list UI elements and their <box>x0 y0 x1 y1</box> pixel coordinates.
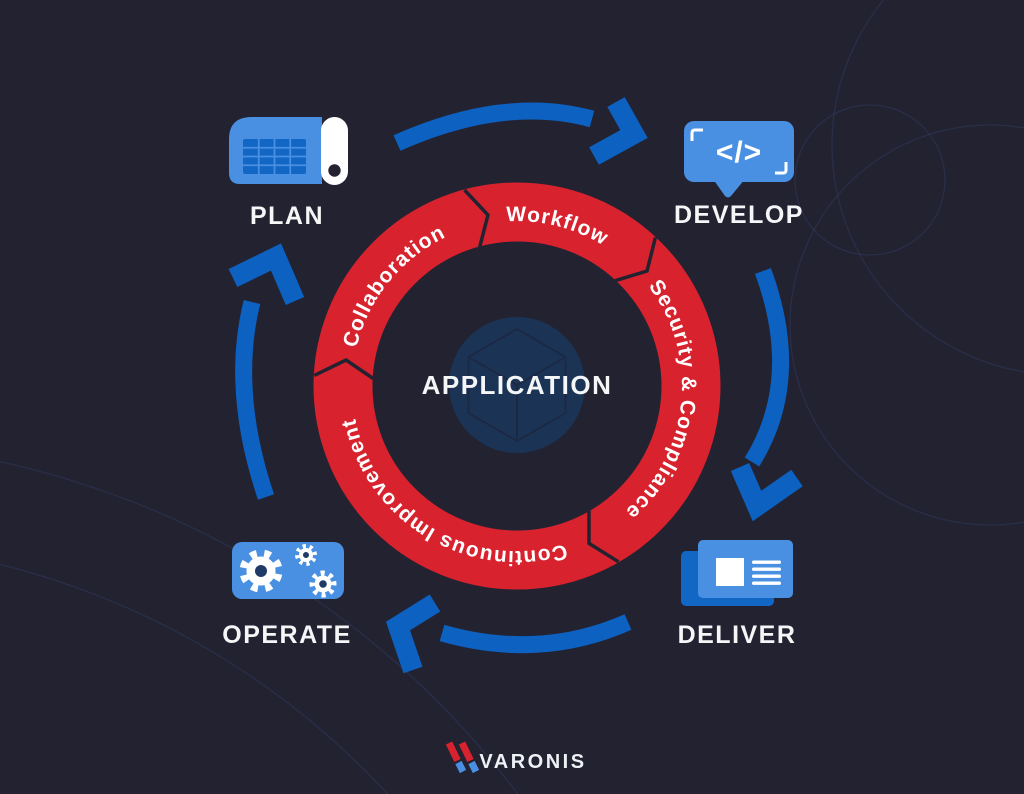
stage-operate: OPERATE <box>222 542 352 649</box>
stage-label-deliver: DELIVER <box>678 621 797 649</box>
ring-separator <box>313 357 375 380</box>
cycle-arrows <box>228 97 803 674</box>
ring-separator <box>614 237 658 283</box>
code-glyph: </> <box>716 136 762 169</box>
delivery-cards-icon <box>681 540 793 606</box>
stage-label-operate: OPERATE <box>222 621 352 649</box>
cube-icon <box>467 327 567 443</box>
arrow-plan-to-develop <box>393 97 648 165</box>
ring-separator <box>463 188 490 248</box>
deco-circle <box>831 0 1024 373</box>
gears-icon <box>232 542 344 599</box>
deco-circle <box>794 104 946 256</box>
stage-develop: </> DEVELOP <box>674 121 804 229</box>
code-bubble-icon: </> <box>684 121 794 198</box>
ring-band <box>313 182 721 590</box>
varonis-logo: VARONIS <box>445 741 586 774</box>
stage-label-plan: PLAN <box>250 202 324 230</box>
arrow-deliver-to-operate <box>385 594 632 674</box>
ring-separator <box>587 510 620 564</box>
deco-circle <box>789 124 1024 526</box>
stage-plan: PLAN <box>229 117 348 230</box>
stage-deliver: DELIVER <box>678 540 797 649</box>
arrow-operate-to-plan <box>228 243 305 500</box>
arrow-develop-to-deliver <box>730 268 803 522</box>
core-label: APPLICATION <box>422 370 613 400</box>
stage-label-develop: DEVELOP <box>674 201 804 229</box>
blueprint-icon <box>229 117 348 185</box>
double-slash-icon <box>445 741 480 774</box>
brand-wordmark: VARONIS <box>479 751 586 773</box>
application-core: APPLICATION <box>422 317 613 453</box>
